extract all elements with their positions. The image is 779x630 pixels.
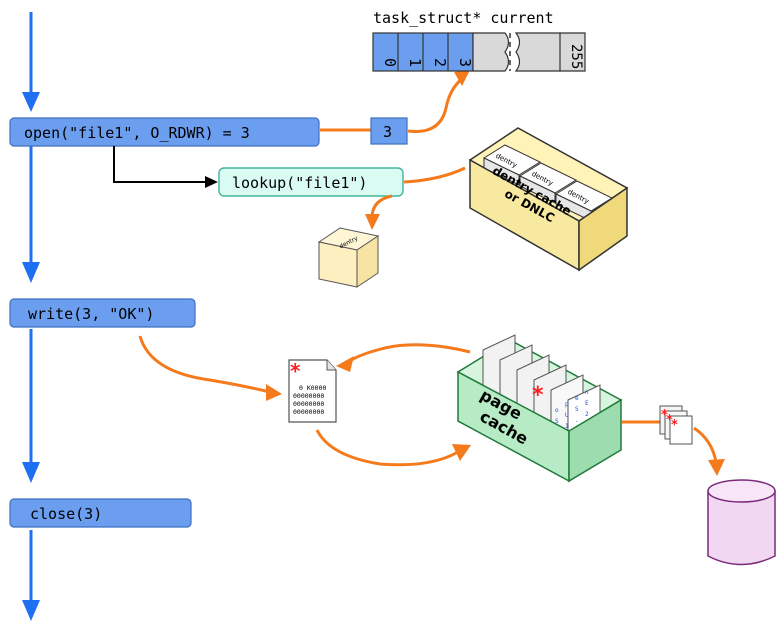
open-to-lookup-connector	[113, 146, 212, 183]
svg-text:.: .	[575, 417, 579, 424]
lookup-to-cache-line	[403, 166, 466, 184]
lookup-to-dentry-arrowhead	[365, 214, 380, 230]
fd-table-title: task_struct* current	[373, 9, 554, 27]
write-to-page-arrow	[138, 335, 271, 394]
svg-text:0: 0	[381, 58, 399, 67]
dirty-marker: *	[290, 359, 301, 383]
dentry-cache: dentry dentry dentry dentry cache or DNL…	[468, 127, 629, 272]
flow-arrows	[22, 12, 40, 621]
dentry-cube: dentry	[317, 227, 380, 288]
svg-text:S: S	[555, 418, 559, 425]
open-syscall-label: open("file1", O_RDWR) = 3	[24, 124, 250, 142]
lookup-box: lookup("file1")	[218, 167, 404, 197]
svg-text:2: 2	[585, 411, 589, 418]
fd-table: task_struct* current 0 1 2 3 255	[372, 9, 586, 72]
flow-arrowhead-1	[22, 92, 40, 112]
svg-text:e: e	[575, 395, 579, 402]
fd-value: 3	[383, 123, 392, 141]
svg-text:*: *	[666, 413, 673, 428]
page-to-cache-arrowhead	[452, 444, 471, 461]
fd-slot-255: 255	[568, 44, 584, 69]
file-page: * 0 K0000 00000000 00000000 00000000	[288, 359, 337, 423]
file-page-line-2: 00000000	[293, 392, 324, 400]
page-cache-dirty-marker: *	[532, 383, 544, 408]
flow-arrowhead-4	[22, 600, 40, 621]
fd-slot-3: 3	[456, 58, 474, 67]
flow-arrowhead-3	[22, 462, 40, 483]
fd-slot-2: 2	[431, 58, 449, 67]
svg-text:S: S	[575, 406, 579, 413]
fd-to-table-arrowhead	[454, 70, 470, 86]
pages-to-disk-arrow	[693, 426, 718, 463]
dirty-page-stack: * * *	[659, 405, 693, 445]
svg-text:n: n	[585, 389, 589, 396]
fd-slot-1: 1	[406, 58, 424, 67]
fd-value-box: 3	[370, 117, 408, 145]
svg-text:1: 1	[406, 58, 424, 67]
svg-text:U: U	[565, 412, 569, 419]
svg-text:*: *	[671, 418, 678, 433]
svg-text:2: 2	[431, 58, 449, 67]
write-syscall: write(3, "OK")	[9, 298, 196, 328]
svg-text:255: 255	[568, 44, 584, 69]
flow-arrowhead-2	[22, 262, 40, 283]
page-to-cache-arrow	[315, 429, 459, 467]
svg-text:3: 3	[456, 58, 474, 67]
write-syscall-label: write(3, "OK")	[28, 305, 154, 323]
open-to-lookup-arrowhead	[205, 176, 218, 188]
fd-to-table-arrow	[407, 76, 464, 134]
svg-text:p: p	[565, 401, 569, 408]
disk	[707, 479, 776, 566]
lookup-label: lookup("file1")	[232, 174, 367, 192]
file-page-line-3: 00000000	[293, 400, 324, 408]
cache-to-page-arrowhead	[336, 356, 354, 372]
close-syscall: close(3)	[9, 498, 192, 528]
fd-slot-0: 0	[381, 58, 399, 67]
svg-text:1: 1	[565, 423, 569, 430]
file-page-line-1: 0 K0000	[299, 384, 326, 392]
open-syscall: open("file1", O_RDWR) = 3	[9, 117, 320, 147]
close-syscall-label: close(3)	[30, 505, 102, 523]
svg-text:E: E	[585, 400, 589, 407]
svg-text:o: o	[555, 407, 559, 414]
cache-to-page-arrow	[347, 343, 471, 364]
svg-text:*: *	[661, 408, 668, 423]
write-to-page-arrowhead	[266, 384, 282, 401]
file-page-line-4: 00000000	[293, 408, 324, 416]
pages-to-disk-arrowhead	[708, 459, 725, 476]
